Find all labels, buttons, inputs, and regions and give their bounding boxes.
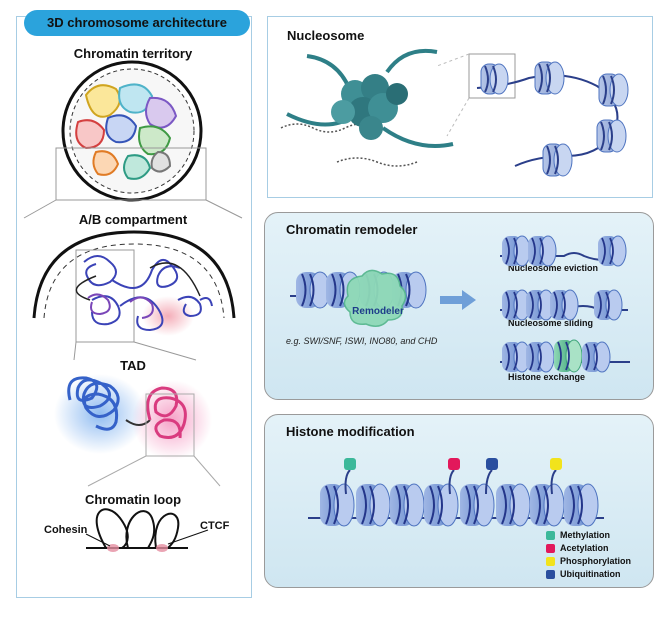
- outcome-exchange: Histone exchange: [508, 372, 586, 382]
- histone-variant-disc: [554, 339, 583, 373]
- legend-ubiquitination: Ubiquitination: [560, 569, 621, 579]
- histone-tail: [448, 469, 455, 495]
- banner-title: 3D chromosome architecture: [47, 15, 227, 30]
- nucleosome-bead: [480, 63, 509, 95]
- histone-tail: [344, 469, 351, 495]
- dna-strand: [385, 49, 438, 74]
- nucleosome-disc: [594, 289, 623, 321]
- left-panel: [16, 16, 252, 598]
- nucleosome-disc: [356, 483, 391, 527]
- histone-tail: [485, 469, 493, 495]
- remodeler-label: Remodeler: [352, 306, 404, 317]
- dna-strand: [381, 126, 454, 148]
- nucleosome-disc: [460, 483, 495, 527]
- nucleosome-disc: [320, 483, 355, 527]
- nucleosome-bead: [534, 61, 565, 95]
- remodeler-illustration: Remodeler: [290, 235, 630, 373]
- ubiquitination-mark: [486, 458, 498, 470]
- nucleosome-disc: [582, 341, 611, 373]
- loop-title: Chromatin loop: [84, 492, 182, 507]
- nucleosome-bead: [542, 143, 573, 177]
- cohesin-label: Cohesin: [44, 524, 88, 536]
- nucleosome-disc: [502, 341, 531, 373]
- outcome-eviction: Nucleosome eviction: [508, 263, 599, 273]
- zoom-line: [446, 97, 470, 137]
- dna-strand: [306, 54, 351, 89]
- compartment-title: A/B compartment: [78, 212, 188, 227]
- histone-title: Histone modification: [286, 424, 415, 439]
- nucleosome-title: Nucleosome: [287, 28, 365, 43]
- methylation-mark: [344, 458, 356, 470]
- nucleosome-disc: [502, 289, 531, 321]
- nucleosome-disc: [528, 235, 557, 267]
- histone-modification-illustration: [308, 458, 604, 579]
- nucleosome-bead: [596, 119, 627, 153]
- histone-octamer: [331, 74, 408, 140]
- histone-tail: [550, 469, 557, 495]
- dna-double-helix: [280, 123, 378, 133]
- acetylation-mark: [448, 458, 460, 470]
- legend-acetylation: Acetylation: [560, 543, 609, 553]
- nucleosome-disc: [526, 289, 555, 321]
- nucleosome-disc: [424, 483, 459, 527]
- ctcf-label: CTCF: [200, 520, 230, 532]
- process-arrow: [440, 290, 476, 310]
- phosphorylation-mark: [550, 458, 562, 470]
- nucleosome-disc: [296, 271, 331, 309]
- legend-phosphorylation: Phosphorylation: [560, 556, 632, 566]
- nucleosome-disc: [564, 483, 599, 527]
- nucleosome-panel: [267, 16, 653, 198]
- legend-swatch-phosphorylation: [546, 557, 555, 566]
- remodeler-examples: e.g. SWI/SNF, ISWI, INO80, and CHD: [286, 336, 438, 346]
- outcome-sliding: Nucleosome sliding: [508, 318, 594, 328]
- zoom-box-nucleosome: [468, 53, 516, 99]
- legend-swatch-methylation: [546, 531, 555, 540]
- nucleosome-disc: [390, 483, 425, 527]
- nucleosome-disc: [550, 289, 579, 321]
- remodeler-complex: [343, 269, 407, 327]
- territory-title: Chromatin territory: [73, 46, 193, 61]
- nucleosome-illustration: [280, 49, 629, 177]
- nucleosome-disc: [598, 235, 627, 267]
- legend-methylation: Methylation: [560, 530, 611, 540]
- zoom-line: [436, 53, 470, 67]
- remodeler-title: Chromatin remodeler: [286, 222, 418, 237]
- tad-title: TAD: [120, 358, 146, 373]
- dna-double-helix: [336, 157, 418, 167]
- nucleosome-disc: [496, 483, 531, 527]
- nucleosome-disc: [530, 483, 565, 527]
- nucleosome-bead: [598, 73, 629, 107]
- banner: [24, 10, 250, 36]
- nucleosome-disc: [502, 235, 531, 267]
- legend-swatch-ubiquitination: [546, 570, 555, 579]
- legend-swatch-acetylation: [546, 544, 555, 553]
- nucleosome-disc: [526, 341, 555, 373]
